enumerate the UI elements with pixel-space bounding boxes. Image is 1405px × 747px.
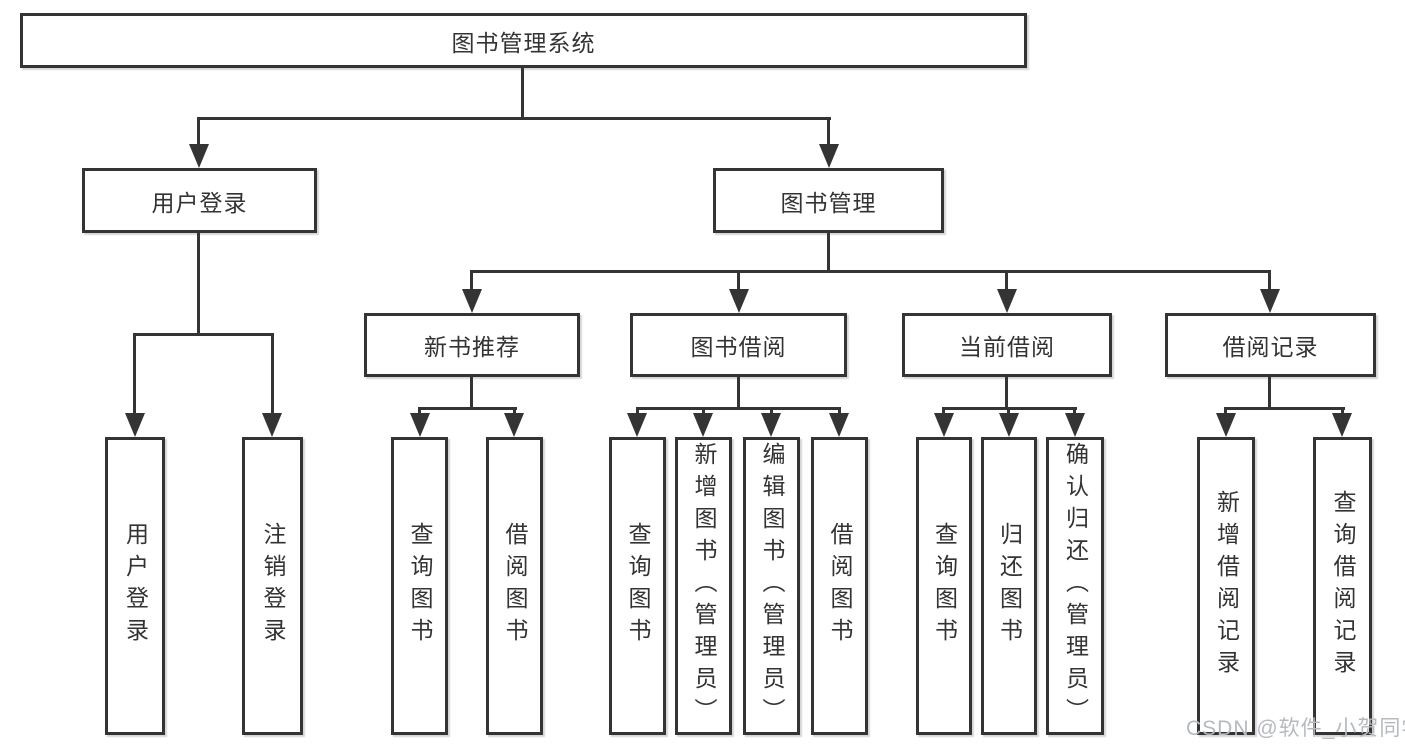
connector-line xyxy=(1224,407,1227,416)
connector-line xyxy=(133,333,136,413)
leaf-bookborrow-add: 新增图书（管理员） xyxy=(675,437,732,735)
connector-line xyxy=(737,377,740,410)
arrow-head xyxy=(934,413,954,437)
connector-line xyxy=(197,117,200,147)
arrow-head xyxy=(262,413,282,437)
arrow-head xyxy=(462,289,482,313)
connector-line xyxy=(770,407,773,416)
leaf-user-login: 用户登录 xyxy=(105,437,165,735)
connector-line xyxy=(1073,407,1076,416)
connector-line xyxy=(942,407,945,416)
leaf-records-query: 查询借阅记录 xyxy=(1313,437,1372,735)
connector-line xyxy=(470,270,473,292)
arrow-head xyxy=(761,413,781,437)
arrow-head xyxy=(189,144,209,168)
leaf-currentborrow-return-label: 归还图书 xyxy=(996,522,1023,650)
leaf-logout-label: 注销登录 xyxy=(260,522,286,650)
connector-line xyxy=(470,270,1271,273)
connector-line xyxy=(702,407,705,416)
leaf-bookborrow-borrow: 借阅图书 xyxy=(811,437,868,735)
node-book-borrow-label: 图书借阅 xyxy=(690,334,787,360)
connector-line xyxy=(1268,270,1271,292)
connector-line xyxy=(1005,377,1008,410)
leaf-user-login-label: 用户登录 xyxy=(122,522,149,650)
leaf-currentborrow-query-label: 查询图书 xyxy=(931,522,958,650)
node-current-borrow-label: 当前借阅 xyxy=(959,334,1055,360)
connector-line xyxy=(636,407,841,410)
leaf-bookborrow-edit-label: 编辑图书（管理员） xyxy=(759,442,785,730)
arrow-head xyxy=(997,289,1017,313)
leaf-bookborrow-query-label: 查询图书 xyxy=(625,522,651,650)
node-user-login: 用户登录 xyxy=(82,168,317,233)
watermark: CSDN @软件_小贺同学 xyxy=(1186,717,1405,740)
leaf-currentborrow-confirm-label: 确认归还（管理员） xyxy=(1062,442,1089,730)
leaf-records-add-label: 新增借阅记录 xyxy=(1213,490,1240,682)
arrow-head xyxy=(1065,413,1085,437)
leaf-records-add: 新增借阅记录 xyxy=(1197,437,1255,735)
leaf-newbooks-query: 查询图书 xyxy=(391,437,448,735)
arrow-head xyxy=(504,413,524,437)
connector-line xyxy=(513,407,516,416)
node-book-mgmt: 图书管理 xyxy=(713,168,944,233)
leaf-newbooks-borrow: 借阅图书 xyxy=(486,437,543,735)
arrow-head xyxy=(1216,413,1236,437)
connector-line xyxy=(1341,407,1344,416)
connector-line xyxy=(827,233,830,273)
arrow-head xyxy=(1332,413,1352,437)
arrow-head xyxy=(999,413,1019,437)
connector-line xyxy=(1224,407,1345,410)
arrow-head xyxy=(693,413,713,437)
leaf-currentborrow-confirm: 确认归还（管理员） xyxy=(1046,437,1104,735)
node-new-books: 新书推荐 xyxy=(364,313,580,377)
arrow-head xyxy=(410,413,430,437)
node-borrow-records-label: 借阅记录 xyxy=(1222,334,1319,360)
arrow-head xyxy=(819,144,839,168)
node-book-borrow: 图书借阅 xyxy=(630,313,847,377)
node-borrow-records: 借阅记录 xyxy=(1165,313,1376,377)
node-current-borrow: 当前借阅 xyxy=(902,313,1112,377)
connector-line xyxy=(1005,270,1008,292)
leaf-bookborrow-edit: 编辑图书（管理员） xyxy=(743,437,800,735)
connector-line xyxy=(271,333,274,413)
leaf-bookborrow-borrow-label: 借阅图书 xyxy=(827,522,853,650)
arrow-head xyxy=(829,413,849,437)
leaf-newbooks-borrow-label: 借阅图书 xyxy=(502,522,528,650)
connector-line xyxy=(521,68,524,120)
connector-line xyxy=(636,407,639,416)
connector-line xyxy=(197,233,200,336)
node-user-login-label: 用户登录 xyxy=(151,189,248,216)
node-book-mgmt-label: 图书管理 xyxy=(780,189,877,216)
arrow-head xyxy=(1260,289,1280,313)
connector-line xyxy=(827,117,830,147)
leaf-currentborrow-query: 查询图书 xyxy=(916,437,972,735)
node-new-books-label: 新书推荐 xyxy=(424,334,520,360)
connector-line xyxy=(1268,377,1271,410)
node-root: 图书管理系统 xyxy=(20,13,1027,68)
connector-line xyxy=(418,407,421,416)
connector-line xyxy=(470,377,473,410)
leaf-bookborrow-add-label: 新增图书（管理员） xyxy=(691,442,717,730)
connector-line xyxy=(133,333,274,336)
connector-line xyxy=(737,270,740,292)
arrow-head xyxy=(729,289,749,313)
connector-line xyxy=(838,407,841,416)
leaf-records-query-label: 查询借阅记录 xyxy=(1330,490,1356,682)
connector-line xyxy=(197,117,831,120)
leaf-bookborrow-query: 查询图书 xyxy=(609,437,666,735)
leaf-logout: 注销登录 xyxy=(242,437,303,735)
connector-line xyxy=(1007,407,1010,416)
node-root-label: 图书管理系统 xyxy=(451,29,596,56)
leaf-currentborrow-return: 归还图书 xyxy=(981,437,1037,735)
leaf-newbooks-query-label: 查询图书 xyxy=(407,522,433,650)
connector-line xyxy=(418,407,517,410)
arrow-head xyxy=(627,413,647,437)
arrow-head xyxy=(125,413,145,437)
